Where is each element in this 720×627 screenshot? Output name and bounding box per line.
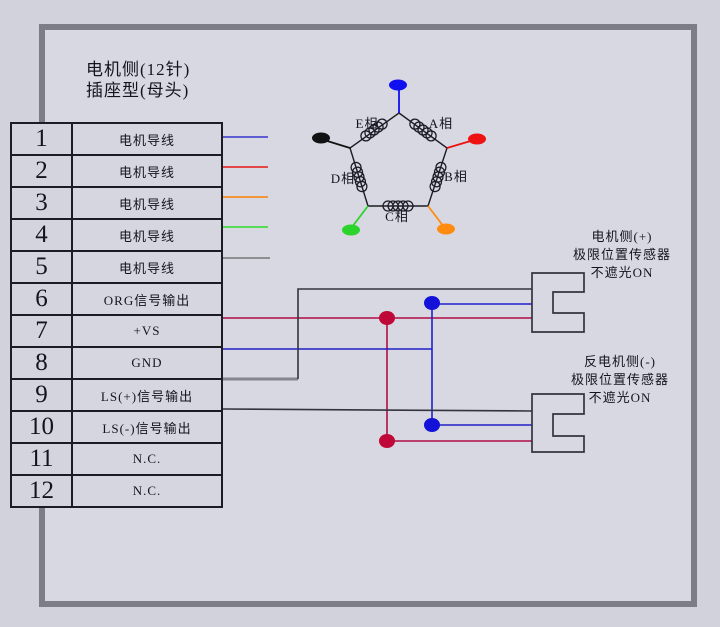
pin-number: 8 bbox=[12, 348, 73, 378]
table-row: 11 N.C. bbox=[12, 442, 221, 474]
table-row: 8 GND bbox=[12, 346, 221, 378]
sensor-outlines bbox=[531, 272, 585, 453]
pin-number: 6 bbox=[12, 284, 73, 314]
phase-d-label: D相 bbox=[331, 171, 355, 186]
coil-b-icon bbox=[429, 161, 447, 193]
pin-label: N.C. bbox=[132, 451, 162, 466]
pin-wire-stubs bbox=[223, 136, 270, 259]
pin-label: 电机导线 bbox=[118, 196, 175, 212]
pin-label: N.C. bbox=[132, 483, 162, 498]
connector-title-line2: 插座型(母头) bbox=[86, 81, 190, 100]
coil-c-icon bbox=[382, 200, 414, 212]
sensor1-caption: 电机侧(+) 极限位置传感器 不遮光ON bbox=[544, 228, 700, 282]
junction-dot-gnd-sensor1 bbox=[424, 296, 440, 310]
sensor2-caption-line1: 反电机侧(-) bbox=[584, 354, 656, 369]
pin-number: 12 bbox=[12, 476, 73, 506]
table-row: 9 LS(+)信号输出 bbox=[12, 378, 221, 410]
table-row: 10 LS(-)信号输出 bbox=[12, 410, 221, 442]
coil-a-icon bbox=[409, 118, 437, 142]
ls-plus-wire bbox=[297, 288, 532, 379]
pin-label: 电机导线 bbox=[118, 228, 175, 244]
sensor2-caption: 反电机侧(-) 极限位置传感器 不遮光ON bbox=[542, 353, 698, 407]
table-row: 5 电机导线 bbox=[12, 250, 221, 282]
ls-minus-wire bbox=[222, 408, 533, 412]
pin-number: 5 bbox=[12, 252, 73, 282]
pin-label: 电机导线 bbox=[118, 132, 175, 148]
table-row: 4 电机导线 bbox=[12, 218, 221, 250]
terminal-lead-left bbox=[323, 139, 351, 149]
table-row: 3 电机导线 bbox=[12, 186, 221, 218]
pin-number: 10 bbox=[12, 412, 73, 442]
pin-label: +VS bbox=[133, 323, 161, 338]
coil-d-icon bbox=[350, 161, 368, 193]
pin-label: ORG信号输出 bbox=[103, 292, 191, 308]
connector-title: 电机侧(12针) 插座型(母头) bbox=[86, 59, 190, 101]
pin-number: 1 bbox=[12, 124, 73, 154]
pin-number: 3 bbox=[12, 188, 73, 218]
pin-number: 2 bbox=[12, 156, 73, 186]
pin-label: LS(-)信号输出 bbox=[102, 420, 192, 436]
table-row: 2 电机导线 bbox=[12, 154, 221, 186]
phase-c-label: C相 bbox=[385, 209, 409, 224]
pin-number: 7 bbox=[12, 316, 73, 346]
terminal-dot-right-icon bbox=[468, 133, 486, 145]
terminal-dot-bottom-right-icon bbox=[437, 223, 455, 235]
sensor-wiring bbox=[222, 288, 533, 448]
sensor2-caption-line3: 不遮光ON bbox=[588, 390, 652, 405]
table-row: 1 电机导线 bbox=[12, 124, 221, 154]
phase-e-label: E相 bbox=[356, 116, 379, 131]
pin-number: 4 bbox=[12, 220, 73, 250]
phase-a-label: A相 bbox=[429, 116, 453, 131]
phase-b-label: B相 bbox=[444, 169, 468, 184]
pin-table: 1 电机导线 2 电机导线 3 电机导线 4 电机导线 5 电机导线 6 ORG… bbox=[10, 122, 223, 508]
pin-label: LS(+)信号输出 bbox=[100, 388, 194, 404]
pentagon-motor-winding: E相 A相 D相 B相 C相 bbox=[312, 79, 486, 236]
sensor1-caption-line3: 不遮光ON bbox=[590, 265, 654, 280]
terminal-dot-bottom-left-icon bbox=[342, 224, 360, 236]
pin-number: 9 bbox=[12, 380, 73, 410]
sensor2-outline-icon bbox=[531, 393, 585, 453]
pin-number: 11 bbox=[12, 444, 73, 474]
pin-label: 电机导线 bbox=[118, 260, 175, 276]
table-row: 6 ORG信号输出 bbox=[12, 282, 221, 314]
sensor1-caption-line2: 极限位置传感器 bbox=[572, 247, 671, 262]
sensor1-outline-icon bbox=[531, 272, 585, 333]
terminal-dot-top-icon bbox=[389, 79, 407, 91]
table-row: 7 +VS bbox=[12, 314, 221, 346]
sensor1-caption-line1: 电机侧(+) bbox=[591, 229, 653, 244]
connector-title-line1: 电机侧(12针) bbox=[86, 60, 191, 79]
junction-dot-gnd-sensor2 bbox=[424, 418, 440, 432]
sensor2-caption-line2: 极限位置传感器 bbox=[570, 372, 669, 387]
terminal-lead-bottom-left bbox=[351, 205, 369, 228]
terminal-lead-bottom-right bbox=[427, 205, 445, 228]
coil-e-icon bbox=[360, 118, 388, 142]
table-row: 12 N.C. bbox=[12, 474, 221, 506]
junction-dot-vs-sensor1 bbox=[379, 311, 395, 325]
pin-label: 电机导线 bbox=[118, 164, 175, 180]
pin-label: GND bbox=[131, 355, 163, 370]
terminal-dot-left-icon bbox=[312, 132, 330, 144]
junction-dot-vs-sensor2 bbox=[379, 434, 395, 448]
